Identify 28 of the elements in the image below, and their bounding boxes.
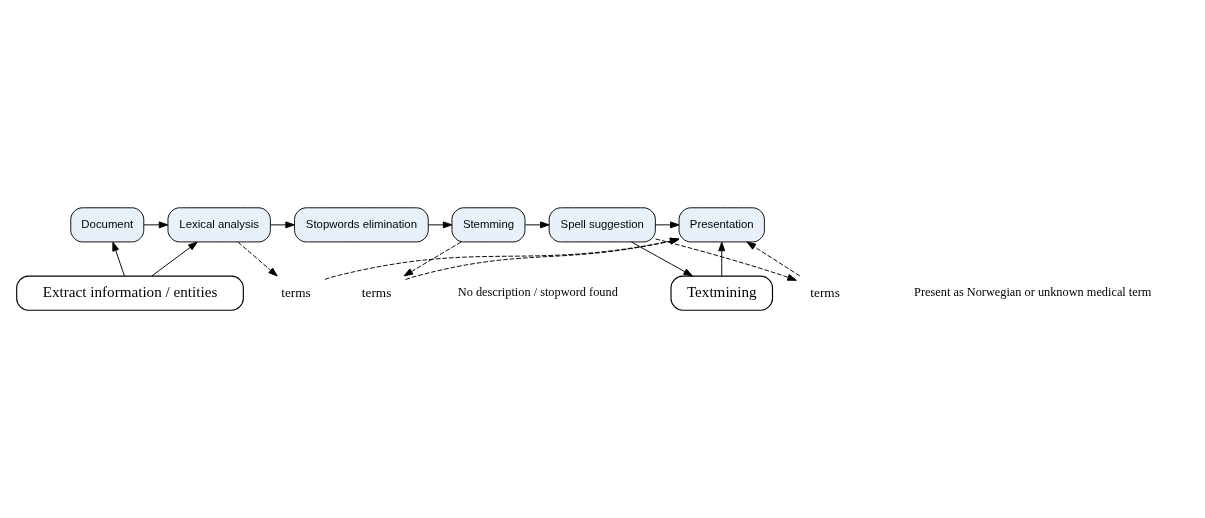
node-box: Document [70, 207, 145, 243]
node-box: Lexical analysis [167, 207, 271, 243]
arrow [143, 221, 169, 229]
node-text: terms [361, 284, 392, 300]
arrow [112, 241, 125, 277]
arrow [403, 241, 462, 277]
arrow [427, 221, 453, 229]
node-box: Spell suggestion [548, 207, 656, 243]
node-text: terms [810, 284, 840, 300]
arrow [404, 237, 680, 280]
node-box: Textmining [670, 275, 774, 311]
arrow [324, 237, 680, 280]
arrow [524, 221, 550, 229]
arrow [151, 241, 198, 277]
arrow [718, 241, 726, 277]
node-box: Extract information / entities [16, 275, 244, 311]
node-box: Stemming [451, 207, 526, 243]
arrow [237, 241, 278, 277]
node-box: Stopwords elimination [294, 207, 429, 243]
node-text: terms [281, 284, 311, 300]
arrow [270, 221, 295, 229]
node-box: Presentation [678, 207, 765, 243]
arrow [631, 241, 693, 277]
arrow [655, 221, 680, 229]
arrow [746, 241, 801, 277]
label: No description / stopword found [457, 285, 618, 300]
label: Present as Norwegian or unknown medical term [914, 285, 1152, 300]
arrow [655, 238, 797, 281]
